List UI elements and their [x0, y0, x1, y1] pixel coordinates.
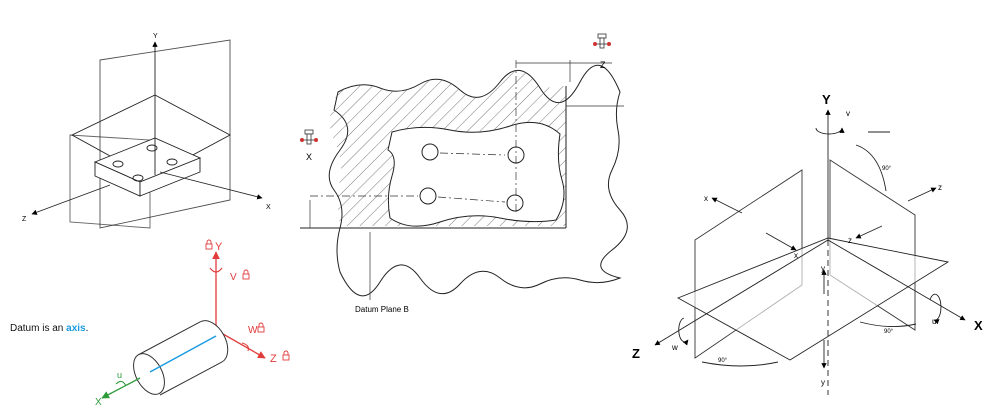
angle-label-bottom: 90°: [718, 358, 728, 364]
probe-icon-z: [593, 33, 611, 49]
cylinder-diagram: [101, 239, 290, 399]
x-label-center: x: [794, 251, 798, 260]
cyl-x-axis: [101, 377, 141, 399]
big-x-axis: [827, 239, 966, 321]
section-x-label: X: [306, 152, 312, 162]
angle-arc-top: [855, 144, 887, 192]
plate-y-label: Y: [153, 33, 158, 40]
angle-arc-bottom: [701, 361, 779, 367]
plate-diagram: [31, 39, 263, 229]
hole-1: [421, 143, 439, 161]
cyl-z-label: Z: [270, 353, 277, 365]
cyl-v-rotation-icon: [209, 267, 223, 273]
plate-z-axis: [31, 184, 111, 215]
side-plane: [69, 134, 151, 229]
w-rotation-icon: [678, 317, 689, 346]
big-z-label: Z: [632, 346, 640, 361]
v-rotation-label: v: [846, 109, 850, 118]
caption-suffix: .: [85, 323, 89, 334]
centerline-top: [439, 152, 506, 156]
section-z-label: Z: [600, 60, 606, 70]
cyl-w-rotation-icon: [241, 342, 249, 352]
plate-hole-1: [112, 160, 124, 168]
plate-hole-4: [166, 158, 178, 166]
plate-x-axis: [159, 171, 263, 200]
cyl-u-label: u: [117, 370, 122, 380]
cyl-x-label: X: [95, 397, 102, 408]
section-diagram: [300, 33, 628, 300]
lock-icon-w: [257, 326, 265, 333]
arrow-z-top-right: [907, 187, 937, 202]
angle-arc-right: [859, 321, 917, 327]
lock-icon-z-shackle: [283, 350, 289, 355]
datum-caption: Datum is an axis.: [10, 323, 88, 334]
vertical-plane: [99, 39, 231, 229]
u-rotation-icon: [929, 293, 942, 325]
inner-cavity: [387, 121, 565, 227]
centerline-bottom: [437, 196, 506, 203]
lock-icon-v: [242, 273, 250, 280]
plate-hole-3: [132, 174, 144, 182]
v-rotation-icon: [815, 127, 845, 135]
z-label-top-right: z: [938, 183, 942, 192]
caption-prefix: Datum is an: [10, 323, 67, 334]
angle-label-top: 90°: [882, 166, 892, 172]
caption-axis-word: axis: [66, 323, 86, 334]
cyl-z-axis: [215, 329, 266, 359]
big-z-axis: [654, 239, 829, 346]
cyl-w-label: W: [248, 325, 258, 336]
z-label-center: z: [848, 236, 852, 245]
lock-icon-y: [205, 243, 213, 250]
x-label-top-left: x: [704, 194, 708, 203]
angle-label-right: 90°: [884, 329, 894, 335]
datum-plane-b-label: Datum Plane B: [355, 305, 409, 314]
lock-icon-z: [282, 354, 290, 361]
cyl-y-label: Y: [215, 241, 223, 253]
plate-hole-2: [146, 144, 158, 152]
big-x-label: X: [974, 318, 983, 333]
cylinder-axis-line: [149, 335, 217, 373]
arrow-x-center: [765, 232, 797, 251]
plate-z-label: Z: [22, 216, 27, 223]
y-label-upper: y: [821, 264, 825, 273]
plane-xz-horizontal: [676, 237, 950, 361]
arrow-x-top-left: [711, 197, 743, 214]
lock-icon-y-shackle: [206, 239, 212, 244]
probe-icon-x: [300, 129, 318, 145]
planes-diagram: [654, 109, 966, 395]
u-rotation-label: u: [932, 317, 936, 326]
cyl-u-rotation-icon: [115, 380, 127, 387]
lock-icon-w-shackle: [258, 322, 264, 327]
arrow-z-center: [855, 225, 883, 239]
cyl-v-label: V: [230, 272, 237, 283]
lock-icon-v-shackle: [243, 269, 249, 274]
y-label-lower: y: [821, 378, 825, 387]
plate-side: [139, 157, 201, 197]
cylinder-end: [133, 353, 165, 395]
w-rotation-label: w: [671, 343, 678, 352]
hole-4: [506, 194, 524, 212]
plate-x-label: X: [266, 204, 271, 211]
hole-3: [419, 187, 437, 205]
big-y-label: Y: [822, 92, 831, 107]
